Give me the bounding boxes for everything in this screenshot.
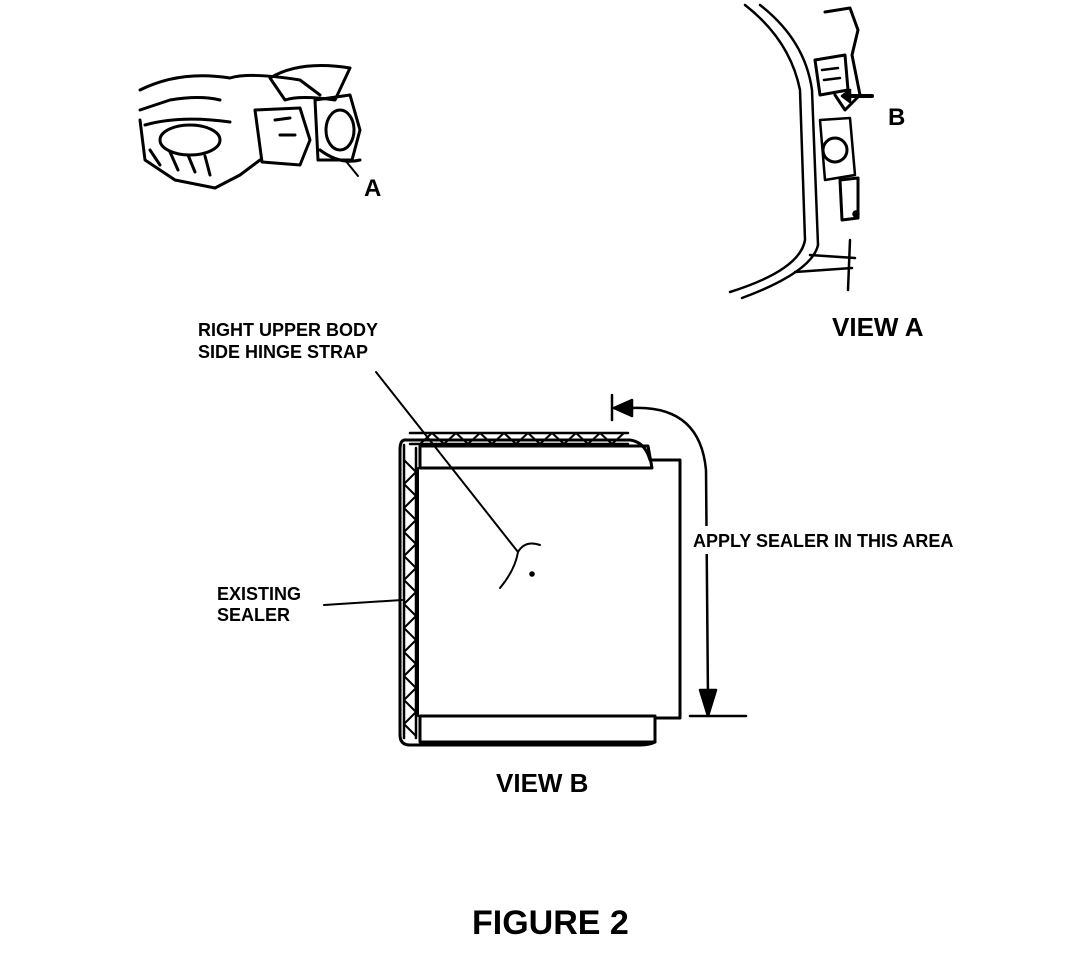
figure-title: FIGURE 2	[472, 904, 629, 942]
existing-sealer-label-line1: EXISTING	[217, 584, 301, 604]
view-b-caption: VIEW B	[496, 768, 588, 798]
hinge-strap-label-line2: SIDE HINGE STRAP	[198, 342, 368, 362]
hinge-strap-label-line1: RIGHT UPPER BODY	[198, 320, 378, 340]
existing-sealer-bead	[402, 431, 630, 740]
apply-sealer-arrow	[610, 393, 748, 718]
callout-a: A	[364, 175, 381, 202]
view-a-illustration	[728, 3, 874, 300]
view-a-caption: VIEW A	[832, 312, 924, 342]
hinge-strap-panel	[398, 438, 682, 747]
car-overview-illustration	[138, 64, 362, 190]
hinge-strap-leader	[375, 371, 541, 589]
apply-label-mask	[692, 526, 997, 554]
existing-sealer-leader	[323, 599, 403, 606]
existing-sealer-label-line2: SEALER	[217, 605, 290, 625]
callout-b: B	[888, 104, 905, 131]
apply-sealer-label: APPLY SEALER IN THIS AREA	[693, 531, 953, 551]
